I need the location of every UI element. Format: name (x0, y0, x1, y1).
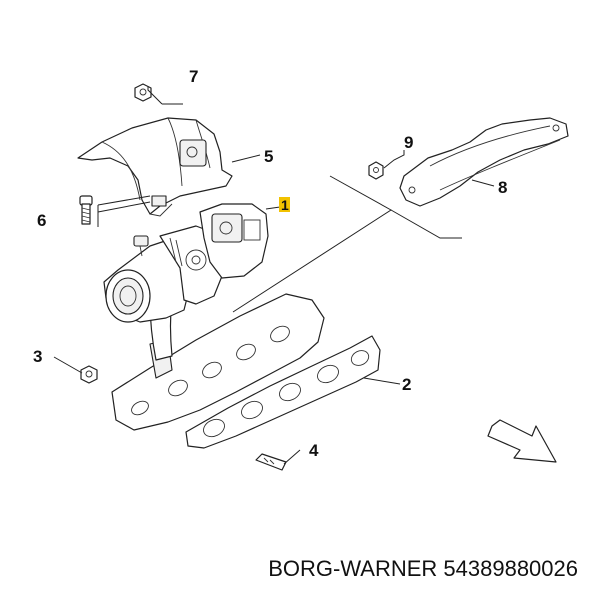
callout-label-4: 4 (309, 441, 319, 460)
callout-label-1: 1 (281, 197, 289, 213)
callout-label-5: 5 (264, 147, 273, 166)
leader-lines (53, 86, 495, 465)
part-number-caption: BORG-WARNER 54389880026 (268, 556, 578, 581)
stud-part-4 (255, 453, 287, 471)
turbocharger-assembly (103, 203, 269, 323)
bracket-part-8 (399, 117, 569, 207)
heat-shield-part (77, 117, 233, 217)
callout-label-8: 8 (498, 178, 507, 197)
direction-arrow (487, 419, 557, 463)
bolt-part-6 (79, 195, 93, 225)
callout-label-2: 2 (402, 375, 411, 394)
nut-part-9 (368, 161, 384, 180)
callout-label-7: 7 (189, 67, 198, 86)
callout-label-9: 9 (404, 133, 413, 152)
highlight-box (279, 197, 290, 212)
manifold-gasket-part-2 (185, 335, 381, 449)
nut-part-3 (80, 365, 98, 384)
callout-label-6: 6 (37, 211, 46, 230)
callout-label-3: 3 (33, 347, 42, 366)
nut-part-7 (134, 83, 152, 102)
